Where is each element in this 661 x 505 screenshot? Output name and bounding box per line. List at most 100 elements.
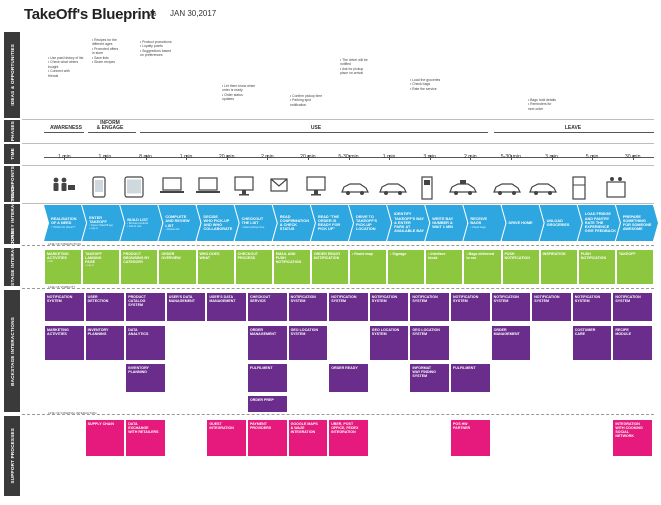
kiosk-icon — [421, 176, 433, 200]
rule-phases — [22, 143, 654, 144]
frontstage-card: • Interface kiosk — [426, 250, 463, 284]
journey-step-title: DECIDE WHO PICK-UP AND WHO COLLABORATE — [203, 214, 233, 232]
backstage-card-title: ORDER MANAGEMENT — [250, 328, 277, 337]
support-card: GUEST INTEGRATION — [207, 420, 246, 456]
frontstage-card-title: ORDER OVERVIEW — [161, 252, 181, 261]
email-icon — [270, 178, 288, 192]
backstage-card: FULFILMENT — [248, 364, 287, 392]
journey-step-title: WRITE BAY NUMBER & WAIT 1 MIN — [432, 216, 454, 230]
backstage-card-title: NOTIFICATION SYSTEM — [331, 295, 357, 304]
frontstage-card-title: CHECKOUT PROCESS — [237, 252, 258, 261]
backstage-card-title: USER'S DATA MANAGEMENT — [168, 295, 195, 304]
journey-step-title: ENTER TAKEOFF — [89, 215, 107, 224]
lane-support-label: SUPPORT PROCESSES — [9, 428, 15, 484]
backstage-card-title: MARKETING ACTIVITIES — [47, 328, 69, 337]
journey-step: CHECKOUT THE LIST• Select pickup time — [234, 205, 277, 241]
tablet-icon — [124, 176, 144, 198]
journey-step-title: LOAD FRIDGE AND PANTRY RATE THE EXPERIEN… — [584, 212, 616, 234]
backstage-card: USER'S DATA MANAGEMENT — [207, 293, 246, 321]
backstage-card-title: NOTIFICATION SYSTEM — [493, 295, 519, 304]
frontstage-card-title: TAKEOFF LANDING PAGE — [85, 252, 102, 265]
backstage-card: NOTIFICATION SYSTEM — [451, 293, 490, 321]
blueprint-title: TakeOff's Blueprint — [24, 6, 155, 23]
support-card: DATA EXCHANGE WITH RETAILERS — [126, 420, 165, 456]
support-card: GOOGLE MAPS & WAZE INTEGRATION — [288, 420, 328, 456]
lane-phases-label: PHASES — [9, 120, 15, 142]
frontstage-card: PUSH NOTIFICATION — [578, 250, 615, 284]
phase-line — [140, 132, 488, 133]
journey-step-title: BUILD LIST — [127, 217, 149, 222]
backstage-card: COSTUMER CARE — [572, 326, 612, 360]
frontstage-card: • Bags delivered to car — [464, 250, 501, 284]
time-tick — [104, 155, 106, 160]
journey-step-title: READ "THE ORDER IS READY FOR PICK UP" — [317, 214, 341, 232]
journey-step: BUILD LIST• Browse products • Add to car… — [120, 205, 163, 241]
backstage-card-title: INFORMAT WAY FINDING SYSTEM — [412, 366, 436, 379]
line-of-interaction-label: LINE OF INTERACTION — [48, 242, 81, 246]
support-card: POS HW PARTNER — [451, 420, 490, 456]
backstage-card-title: GEO LOCATION SYSTEM — [371, 328, 400, 337]
backstage-card: NOTIFICATION SYSTEM — [572, 293, 612, 321]
frontstage-card-title: WHO DOES WHAT — [199, 252, 220, 261]
journey-step: PREPARE SOMETHING FOR SOMEONE AWESOME — [615, 205, 658, 241]
lane-ideas-label: IDEAS & OPPORTUNITIES — [9, 44, 15, 106]
support-card-title: GUEST INTEGRATION — [209, 422, 234, 431]
backstage-card: NOTIFICATION SYSTEM — [410, 293, 449, 321]
lane-time-label: TIME — [9, 148, 15, 160]
time-value: 20 min — [218, 154, 235, 160]
backstage-card: NOTIFICATION SYSTEM — [491, 293, 531, 321]
idea-note: • Let them know when order is ready • Or… — [222, 84, 256, 102]
journey-step-title: UNLOAD GROCERIES — [546, 218, 570, 227]
journey-step-title: IDENTIFY TAKEOFF'S BAY & ENTER PARK AT A… — [394, 212, 425, 234]
backstage-card-title: USER DETECTION — [87, 295, 109, 304]
backstage-card-title: NOTIFICATION SYSTEM — [290, 295, 316, 304]
frontstage-card: • Signage — [388, 250, 425, 284]
journey-step-detail: • Review list — [165, 227, 180, 231]
time-tick — [592, 155, 594, 160]
backstage-card: GEO LOCATION SYSTEM — [288, 326, 328, 360]
journey-step: ENTER TAKEOFF• Opens TakeOff app • Log i… — [82, 205, 125, 241]
bags-icon — [449, 180, 477, 195]
journey-step-title: PREPARE SOMETHING FOR SOMEONE AWESOME — [622, 214, 652, 232]
time-tick — [510, 155, 512, 160]
journey-step: COMPLETE AND REVIEW LIST• Review list — [158, 205, 201, 241]
backstage-card-title: FULFILMENT — [250, 366, 273, 370]
frontstage-card-title: • Bags delivered to car — [466, 252, 495, 261]
journey-step-detail: • Check bags — [470, 225, 486, 229]
frontstage-card-title: INSPIRATION — [542, 252, 566, 256]
backstage-card: NOTIFICATION SYSTEM — [532, 293, 571, 321]
frontstage-card-title: TAKEOFF — [618, 252, 636, 256]
support-card: INTEGRATION WITH COOKING SOCIAL NETWORK — [613, 420, 652, 456]
backstage-card: NOTIFICATION SYSTEM — [613, 293, 652, 321]
support-card-title: SUPPLY CHAIN — [87, 422, 114, 426]
backstage-card-title: COSTUMER CARE — [574, 328, 596, 337]
line-of-interaction — [22, 245, 654, 246]
backstage-card: ORDER MANAGEMENT — [491, 326, 531, 360]
support-card-title: GOOGLE MAPS & WAZE INTEGRATION — [290, 422, 318, 435]
frontstage-card-title: • Route map — [352, 252, 373, 256]
journey-step: DRIVE HOME — [501, 205, 544, 241]
version-label: V.6 — [148, 12, 157, 18]
backstage-card: USER DETECTION — [85, 293, 125, 321]
backstage-card-title: NOTIFICATION SYSTEM — [574, 295, 601, 304]
time-tick — [470, 155, 472, 160]
time-tick — [348, 155, 350, 160]
friends-icon — [53, 177, 75, 191]
frontstage-card-title: • Signage — [390, 252, 407, 256]
support-card-title: POS HW PARTNER — [453, 422, 471, 431]
lane-touchpoints: TOUCHPOINTS — [4, 166, 20, 202]
support-card-title: INTEGRATION WITH COOKING SOCIAL NETWORK — [615, 422, 643, 439]
journey-step-detail: • Browse products • Add to cart — [127, 221, 149, 229]
backstage-card-title: DATA ANALYTICS — [128, 328, 149, 337]
backstage-card-title: GEO LOCATION SYSTEM — [412, 328, 440, 337]
support-card: PAYMENT PROVIDERS — [248, 420, 287, 456]
phase-use: USE — [310, 125, 322, 131]
desktop-icon — [306, 176, 326, 196]
idea-note: • Bags hold details • Reminders for next… — [528, 98, 556, 111]
stove-icon — [606, 177, 626, 198]
lane-ideas: IDEAS & OPPORTUNITIES — [4, 32, 20, 118]
lane-user: USER JOURNEY INTERACTIONS — [4, 186, 20, 262]
backstage-card-title: PRODUCT CATALOG SYSTEM — [128, 295, 146, 308]
idea-note: • Load the groceries • Check bags • Rate… — [410, 78, 441, 91]
journey-step-title: REALISATION OF A NEED — [51, 217, 77, 226]
